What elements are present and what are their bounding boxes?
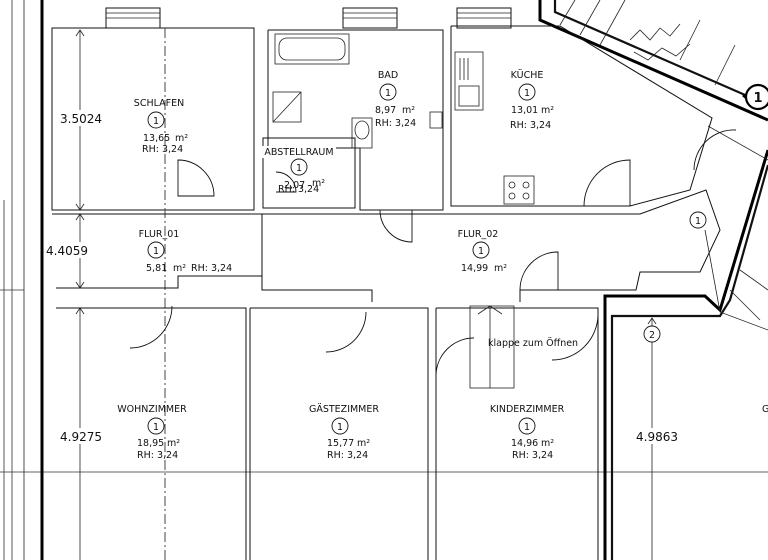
dimension-wohnzimmer: 4.9275: [60, 430, 102, 444]
svg-text:1: 1: [153, 246, 159, 257]
corridor-walls: [52, 189, 768, 331]
room-kinderzimmer-walls: [435, 305, 599, 560]
svg-text:1: 1: [153, 116, 159, 127]
svg-text:FLUR_02: FLUR_02: [458, 229, 499, 240]
room-wohnzimmer-walls: [56, 305, 247, 560]
dimension-right: 4.9863: [636, 430, 678, 444]
lower-right-tag: 2: [643, 325, 661, 343]
room-bad-walls: [267, 29, 444, 243]
room-schlafen-walls: [51, 27, 255, 560]
svg-text:m²: m²: [541, 438, 554, 449]
svg-text:m²: m²: [175, 133, 188, 144]
svg-text:RH: 3,24: RH: 3,24: [327, 450, 368, 461]
room-label-flur02: FLUR_02 1 14,99 m²: [458, 229, 508, 274]
svg-text:15,77: 15,77: [327, 438, 354, 449]
section-marker-label: 1: [753, 91, 762, 106]
exterior-wall: [40, 0, 768, 560]
hatch-note: klappe zum Öffnen: [488, 338, 578, 349]
svg-text:13,65: 13,65: [143, 133, 170, 144]
svg-text:GÄSTEZIMMER: GÄSTEZIMMER: [309, 404, 379, 415]
dimension-lines: [75, 29, 657, 560]
svg-text:RH: 3,24: RH: 3,24: [375, 118, 416, 129]
svg-text:m²: m²: [357, 438, 370, 449]
staircase: [559, 0, 736, 86]
svg-text:14,96: 14,96: [511, 438, 538, 449]
room-label-wohnzimmer: WOHNZIMMER 1 18,95 m² RH: 3,24: [117, 404, 187, 461]
dimension-flur01: 4.4059: [46, 244, 88, 258]
svg-text:18,95: 18,95: [137, 438, 164, 449]
room-label-bad: BAD 1 8,97 m² RH: 3,24: [375, 70, 416, 129]
room-label-gaestezimmer: GÄSTEZIMMER 1 15,77 m² RH: 3,24: [309, 404, 379, 461]
svg-text:2: 2: [649, 330, 655, 341]
edge-letter: G: [762, 404, 768, 415]
svg-text:RH: 3,24: RH: 3,24: [137, 450, 178, 461]
svg-text:1: 1: [153, 422, 159, 433]
svg-text:1: 1: [524, 422, 530, 433]
svg-text:1: 1: [478, 246, 484, 257]
room-abstellraum-walls: [262, 137, 356, 209]
svg-text:ABSTELLRAUM: ABSTELLRAUM: [264, 147, 333, 158]
svg-text:m²: m²: [173, 263, 186, 274]
svg-text:RH: 3,24: RH: 3,24: [142, 144, 183, 155]
section-marker: 1: [742, 83, 768, 111]
room-label-kueche: KÜCHE 1 13,01 m² RH: 3,24: [510, 70, 554, 131]
svg-text:1: 1: [695, 216, 701, 227]
svg-text:BAD: BAD: [378, 70, 398, 81]
svg-text:KINDERZIMMER: KINDERZIMMER: [490, 404, 565, 415]
svg-text:1: 1: [337, 422, 343, 433]
svg-text:KÜCHE: KÜCHE: [511, 70, 544, 81]
room-kueche-walls: [450, 25, 768, 207]
svg-text:m²: m²: [167, 438, 180, 449]
svg-text:8,97: 8,97: [375, 105, 396, 116]
svg-text:RH: 3,24: RH: 3,24: [510, 120, 551, 131]
svg-text:m²: m²: [541, 105, 554, 116]
svg-text:m²: m²: [312, 178, 325, 189]
svg-text:m²: m²: [494, 263, 507, 274]
svg-text:5,81: 5,81: [146, 263, 167, 274]
svg-text:1: 1: [524, 88, 530, 99]
svg-text:13,01: 13,01: [511, 105, 538, 116]
room-label-kinderzimmer: KINDERZIMMER 1 14,96 m² RH: 3,24: [490, 404, 565, 461]
svg-text:2,07: 2,07: [284, 180, 305, 191]
windows-top: [105, 7, 512, 29]
svg-text:FLUR_01: FLUR_01: [139, 229, 180, 240]
svg-text:m²: m²: [402, 105, 415, 116]
svg-text:RH: 3,24: RH: 3,24: [512, 450, 553, 461]
room-label-flur01: FLUR_01 1 5,81 m² RH: 3,24: [139, 229, 232, 274]
svg-text:1: 1: [296, 163, 302, 174]
dimension-schlafen: 3.5024: [60, 112, 102, 126]
svg-text:1: 1: [385, 88, 391, 99]
svg-text:RH: 3,24: RH: 3,24: [191, 263, 232, 274]
room-gaestezimmer-walls: [249, 307, 429, 560]
svg-text:RH: 3,24: RH: 3,24: [278, 184, 319, 195]
room-label-schlafen: SCHLAFEN 1 13,65 m² RH: 3,24: [134, 98, 188, 155]
room-label-abstellraum: ABSTELLRAUM 1 2,07 m² RH: 3,24: [262, 146, 336, 195]
svg-text:WOHNZIMMER: WOHNZIMMER: [117, 404, 187, 415]
dimension-labels: 3.5024 4.4059 4.9275 4.9863: [46, 110, 678, 444]
svg-text:SCHLAFEN: SCHLAFEN: [134, 98, 184, 109]
svg-text:14,99: 14,99: [461, 263, 488, 274]
stair-room-tag: 1: [689, 211, 707, 229]
